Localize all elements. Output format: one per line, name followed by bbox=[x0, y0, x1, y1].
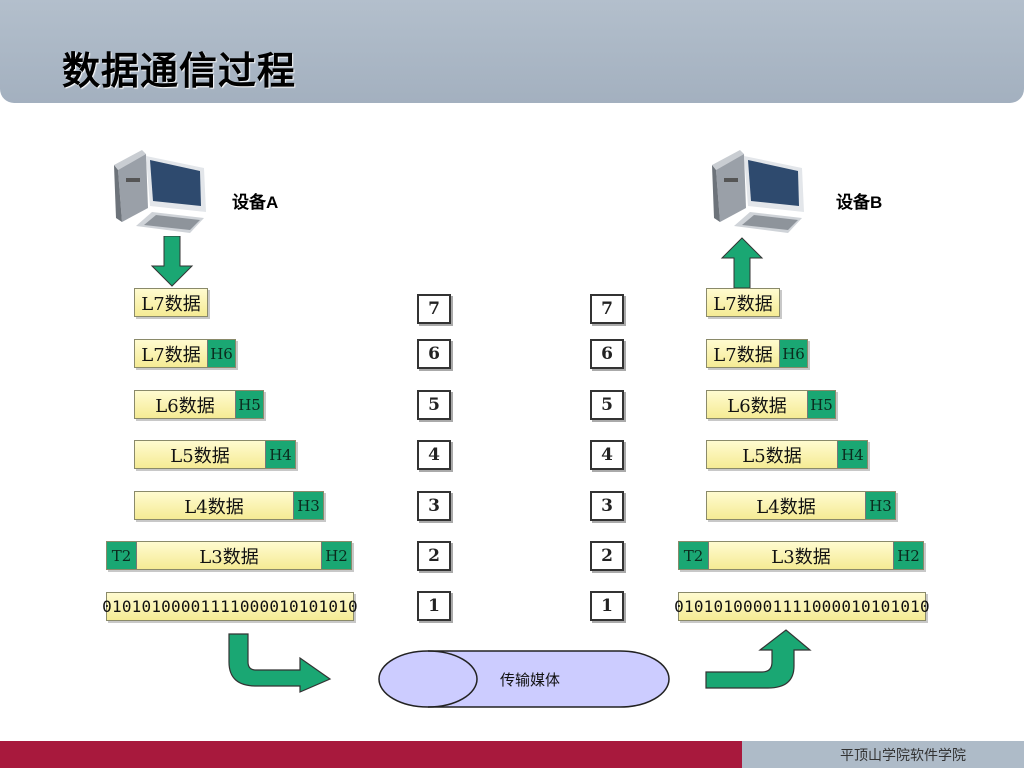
l7-data: L7数据 bbox=[135, 289, 207, 316]
stack-b-row-l7: L7数据 bbox=[706, 288, 780, 317]
stack-b-row-l3: L4数据 H3 bbox=[706, 491, 896, 520]
layer-number-a: 6 bbox=[417, 339, 451, 369]
h4-header: H4 bbox=[265, 441, 295, 468]
t2-trailer: T2 bbox=[107, 542, 137, 569]
l6-data: L6数据 bbox=[135, 391, 235, 418]
layer-number-a: 2 bbox=[417, 541, 451, 571]
layer-number-b: 1 bbox=[590, 591, 624, 621]
stack-b-row-l1: 01010100001111000010101010 bbox=[674, 592, 930, 621]
down-arrow-icon bbox=[150, 236, 194, 287]
footer-red-bar bbox=[0, 741, 742, 768]
l4-data: L4数据 bbox=[707, 492, 865, 519]
layer-number-a: 3 bbox=[417, 491, 451, 521]
l7-data: L7数据 bbox=[707, 340, 779, 367]
l6-data: L6数据 bbox=[707, 391, 807, 418]
layer-number-a: 5 bbox=[417, 390, 451, 420]
l5-data: L5数据 bbox=[135, 441, 265, 468]
h2-header: H2 bbox=[893, 542, 923, 569]
h4-header: H4 bbox=[837, 441, 867, 468]
layer-number-a: 4 bbox=[417, 440, 451, 470]
l3-data: L3数据 bbox=[709, 542, 893, 569]
computer-a-icon bbox=[114, 150, 206, 233]
l3-data: L3数据 bbox=[137, 542, 321, 569]
h2-header: H2 bbox=[321, 542, 351, 569]
bitstream: 01010100001111000010101010 bbox=[102, 593, 358, 620]
layer-number-b: 5 bbox=[590, 390, 624, 420]
h3-header: H3 bbox=[293, 492, 323, 519]
stack-a-row-l6: L7数据 H6 bbox=[134, 339, 236, 368]
footer-institution: 平顶山学院软件学院 bbox=[840, 748, 966, 764]
stack-a-row-l2: T2 L3数据 H2 bbox=[106, 541, 352, 570]
h6-header: H6 bbox=[779, 340, 807, 367]
l5-data: L5数据 bbox=[707, 441, 837, 468]
transmission-medium-label: 传输媒体 bbox=[500, 671, 561, 689]
l7-data: L7数据 bbox=[707, 289, 779, 316]
h5-header: H5 bbox=[807, 391, 835, 418]
layer-number-b: 2 bbox=[590, 541, 624, 571]
title-bar bbox=[0, 0, 1024, 103]
l7-data: L7数据 bbox=[135, 340, 207, 367]
transmission-medium-cylinder bbox=[378, 650, 670, 708]
device-a-label: 设备A bbox=[232, 193, 279, 212]
slide-title: 数据通信过程 bbox=[62, 49, 297, 93]
stack-b-row-l4: L5数据 H4 bbox=[706, 440, 868, 469]
stack-b-row-l6: L7数据 H6 bbox=[706, 339, 808, 368]
t2-trailer: T2 bbox=[679, 542, 709, 569]
layer-number-b: 3 bbox=[590, 491, 624, 521]
curved-arrow-up-icon bbox=[705, 629, 812, 689]
layer-number-a: 7 bbox=[417, 294, 451, 324]
stack-a-row-l4: L5数据 H4 bbox=[134, 440, 296, 469]
layer-number-a: 1 bbox=[417, 591, 451, 621]
stack-a-row-l5: L6数据 H5 bbox=[134, 390, 264, 419]
bitstream: 01010100001111000010101010 bbox=[674, 593, 930, 620]
h5-header: H5 bbox=[235, 391, 263, 418]
stack-a-row-l7: L7数据 bbox=[134, 288, 208, 317]
h3-header: H3 bbox=[865, 492, 895, 519]
curved-arrow-right-icon bbox=[228, 633, 332, 693]
up-arrow-icon bbox=[720, 237, 764, 288]
device-b-label: 设备B bbox=[836, 193, 883, 212]
layer-number-b: 4 bbox=[590, 440, 624, 470]
stack-b-row-l2: T2 L3数据 H2 bbox=[678, 541, 924, 570]
stack-a-row-l1: 01010100001111000010101010 bbox=[102, 592, 358, 621]
footer-gray-bar bbox=[742, 741, 1024, 768]
computer-b-icon bbox=[712, 150, 804, 233]
stack-b-row-l5: L6数据 H5 bbox=[706, 390, 836, 419]
stack-a-row-l3: L4数据 H3 bbox=[134, 491, 324, 520]
l4-data: L4数据 bbox=[135, 492, 293, 519]
h6-header: H6 bbox=[207, 340, 235, 367]
layer-number-b: 7 bbox=[590, 294, 624, 324]
layer-number-b: 6 bbox=[590, 339, 624, 369]
